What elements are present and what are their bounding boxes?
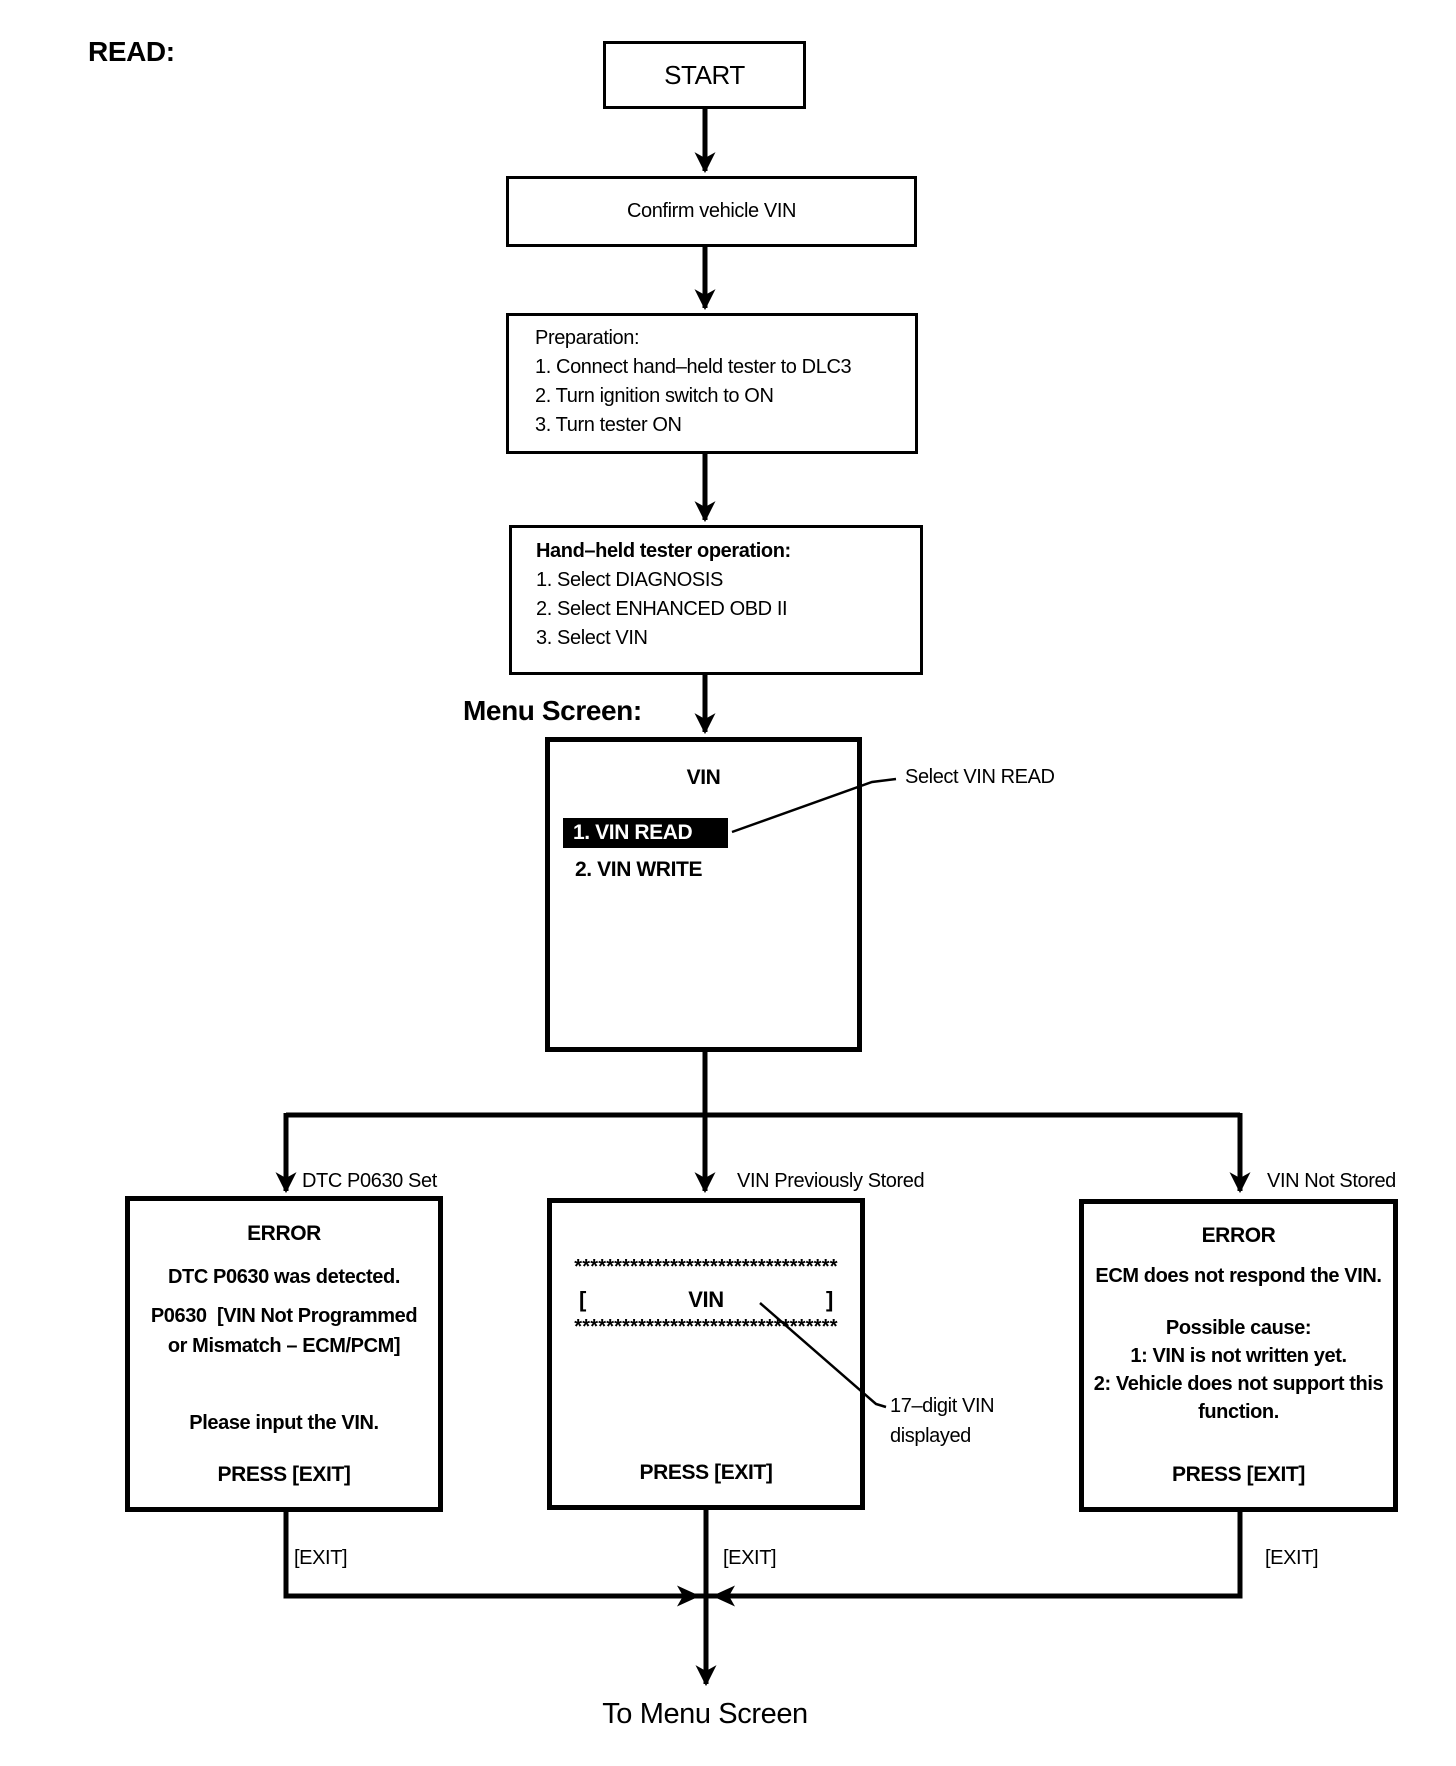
error-line: 1: VIN is not written yet.: [1130, 1345, 1347, 1367]
error-line: Please input the VIN.: [189, 1412, 379, 1434]
vin-digit-callout: 17–digit VIN displayed: [890, 1391, 995, 1451]
preparation-step: 1. Connect hand–held tester to DLC3: [535, 356, 852, 378]
vin-digit-callout-line: displayed: [890, 1425, 971, 1447]
error-box-not-stored: ERROR ECM does not respond the VIN. Poss…: [1079, 1199, 1398, 1512]
converge-arrowhead-right-icon: [677, 1585, 700, 1607]
tester-operation-step: 3. Select VIN: [536, 627, 648, 649]
vin-stars-top: *********************************: [574, 1256, 838, 1278]
menu-screen-label: Menu Screen:: [463, 695, 642, 726]
read-label: READ:: [88, 36, 175, 67]
vin-display-box: ********************************* [ VIN …: [547, 1198, 865, 1510]
confirm-vin-box: Confirm vehicle VIN: [506, 176, 917, 247]
callout-line-17-digit-vin: [759, 1302, 887, 1409]
to-menu-screen-label: To Menu Screen: [602, 1698, 808, 1730]
preparation-title: Preparation:: [535, 327, 640, 349]
tester-operation-step: 1. Select DIAGNOSIS: [536, 569, 723, 591]
start-label: START: [664, 59, 745, 90]
vin-bracket-row: [ VIN ]: [579, 1287, 833, 1313]
preparation-box: Preparation: 1. Connect hand–held tester…: [506, 313, 918, 454]
menu-item-vin-write: 2. VIN WRITE: [575, 858, 703, 881]
tester-operation-box: Hand–held tester operation: 1. Select DI…: [509, 525, 923, 675]
menu-title: VIN: [686, 766, 721, 789]
converge-arrowhead-left-icon: [712, 1585, 735, 1607]
exit-label-left: [EXIT]: [294, 1547, 348, 1569]
vin-stars-bottom: *********************************: [574, 1316, 838, 1338]
error-line: ECM does not respond the VIN.: [1095, 1265, 1382, 1287]
tester-operation-title: Hand–held tester operation:: [536, 540, 791, 562]
exit-label-middle: [EXIT]: [723, 1547, 777, 1569]
press-exit-label: PRESS [EXIT]: [217, 1463, 351, 1486]
error-line: DTC P0630 was detected.: [167, 1266, 400, 1288]
menu-item-vin-read-label: 1. VIN READ: [573, 821, 693, 844]
start-box: START: [603, 41, 806, 109]
error-line: P0630 [VIN Not Programmed: [150, 1305, 418, 1327]
branch-label-vin-not-stored: VIN Not Stored: [1267, 1170, 1396, 1192]
branch-label-vin-previously-stored: VIN Previously Stored: [737, 1170, 925, 1192]
menu-box: VIN 1. VIN READ 2. VIN WRITE: [545, 737, 862, 1052]
select-vin-read-callout: Select VIN READ: [905, 766, 1055, 788]
vin-digit-callout-line: 17–digit VIN: [890, 1395, 995, 1417]
error-title: ERROR: [247, 1222, 321, 1245]
branch-label-dtc-p0630-set: DTC P0630 Set: [302, 1170, 437, 1192]
callout-line-select-vin-read: [731, 777, 897, 834]
error-title: ERROR: [1201, 1224, 1276, 1247]
vin-label: VIN: [688, 1287, 724, 1312]
preparation-step: 3. Turn tester ON: [535, 414, 682, 436]
tester-operation-step: 2. Select ENHANCED OBD II: [536, 598, 788, 620]
exit-label-right: [EXIT]: [1265, 1547, 1319, 1569]
menu-item-vin-read: 1. VIN READ: [563, 818, 728, 848]
exit-converge-line: [283, 1512, 1243, 1599]
error-line: 2: Vehicle does not support this: [1093, 1373, 1384, 1395]
press-exit-label: PRESS [EXIT]: [639, 1461, 773, 1484]
error-line: function.: [1198, 1401, 1279, 1423]
press-exit-label: PRESS [EXIT]: [1172, 1463, 1305, 1486]
vin-bracket-open: [: [579, 1287, 586, 1312]
preparation-step: 2. Turn ignition switch to ON: [535, 385, 774, 407]
confirm-vin-label: Confirm vehicle VIN: [626, 200, 797, 222]
error-line: or Mismatch – ECM/PCM]: [167, 1335, 401, 1357]
error-box-dtc: ERROR DTC P0630 was detected. P0630 [VIN…: [125, 1196, 443, 1512]
error-line: Possible cause:: [1165, 1317, 1312, 1339]
vin-bracket-close: ]: [826, 1287, 833, 1312]
